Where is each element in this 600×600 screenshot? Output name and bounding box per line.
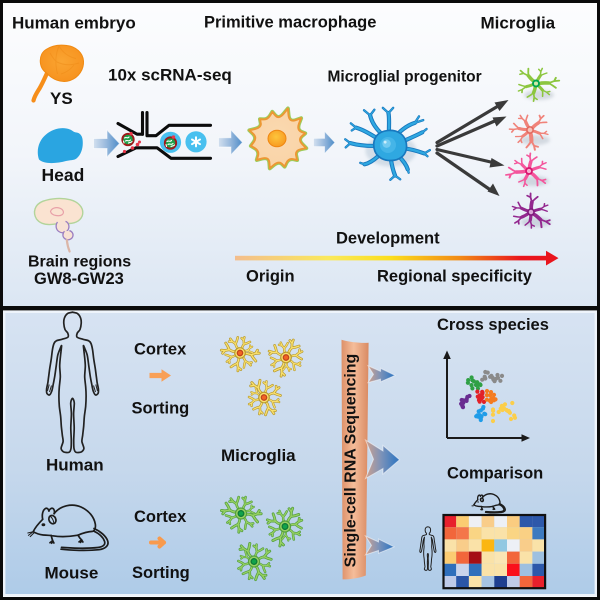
svg-text:Sorting: Sorting [132, 564, 190, 582]
svg-text:GW8-GW23: GW8-GW23 [34, 270, 124, 288]
svg-text:Comparison: Comparison [447, 465, 543, 483]
svg-text:10x scRNA-seq: 10x scRNA-seq [108, 66, 232, 85]
svg-text:Regional specificity: Regional specificity [377, 268, 533, 286]
svg-text:Human embryo: Human embryo [12, 14, 136, 33]
svg-text:Cortex: Cortex [134, 508, 187, 526]
svg-text:Sorting: Sorting [132, 400, 190, 418]
svg-text:Primitive macrophage: Primitive macrophage [204, 14, 376, 32]
svg-text:Cross species: Cross species [437, 316, 549, 334]
svg-text:Head: Head [42, 165, 85, 185]
svg-text:Microglial progenitor: Microglial progenitor [328, 69, 482, 86]
svg-text:YS: YS [50, 89, 73, 108]
svg-text:Development: Development [336, 230, 440, 248]
svg-text:Human: Human [46, 456, 104, 475]
svg-text:Brain regions: Brain regions [28, 254, 131, 271]
svg-text:Microglia: Microglia [221, 446, 296, 465]
svg-text:Mouse: Mouse [45, 564, 99, 583]
svg-text:Single-cell RNA Sequencing: Single-cell RNA Sequencing [343, 354, 360, 568]
svg-text:Microglia: Microglia [481, 14, 556, 33]
svg-text:Origin: Origin [246, 268, 295, 286]
svg-text:Cortex: Cortex [134, 341, 187, 359]
